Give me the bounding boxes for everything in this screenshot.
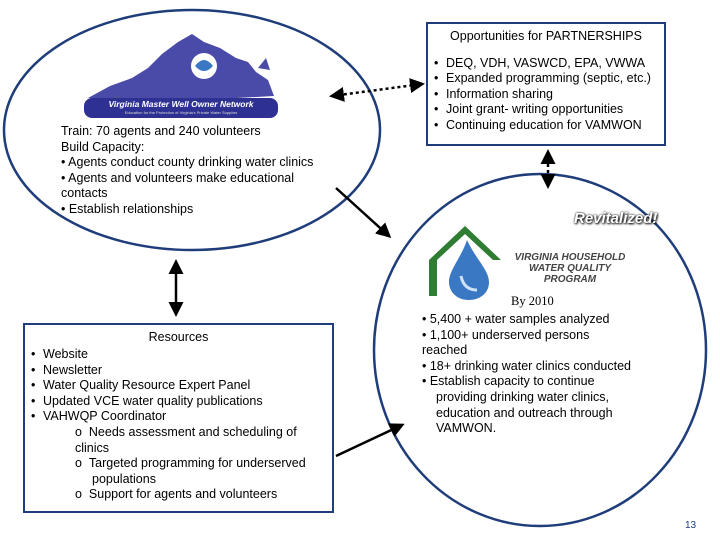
arrow-ellipse-to-program — [335, 187, 392, 239]
train-capacity-text: Train: 70 agents and 240 volunteers Buil… — [61, 124, 323, 218]
partnerships-list: •DEQ, VDH, VASWCD, EPA, VWWA •Expanded p… — [434, 56, 651, 133]
list-item: •VAHWQP Coordinator — [31, 409, 167, 424]
arrow-ellipse-partnerships — [329, 78, 425, 102]
sub-list-item-cont: clinics — [75, 440, 110, 455]
list-item: •DEQ, VDH, VASWCD, EPA, VWWA — [434, 56, 646, 70]
by2010-line: • Establish capacity to continue — [422, 374, 595, 389]
vahwqp-logo-text: VIRGINIA HOUSEHOLD WATER QUALITY PROGRAM — [510, 252, 630, 285]
list-item: •Continuing education for VAMWON — [434, 117, 642, 132]
by2010-line: • 1,100+ underserved persons — [422, 327, 590, 342]
list-item: •Water Quality Resource Expert Panel — [31, 378, 251, 393]
train-line: • Agents conduct county drinking water c… — [61, 155, 314, 170]
by2010-line: • 5,400 + water samples analyzed — [422, 312, 610, 326]
train-line: Train: 70 agents and 240 volunteers — [61, 124, 261, 138]
page-number: 13 — [685, 520, 697, 531]
list-item: •Website — [31, 347, 88, 361]
by2010-line: VAMWON. — [436, 421, 497, 436]
sub-list-item-cont: populations — [92, 471, 156, 486]
vahwqp-line: VIRGINIA HOUSEHOLD — [514, 252, 626, 263]
vahwqp-logo: VIRGINIA HOUSEHOLD WATER QUALITY PROGRAM — [425, 220, 630, 300]
train-line: • Establish relationships — [61, 201, 194, 216]
partnerships-title: Opportunities for PARTNERSHIPS — [450, 29, 642, 43]
train-line: contacts — [61, 186, 108, 201]
virginia-state-icon — [84, 34, 278, 118]
list-item: •Joint grant- writing opportunities — [434, 102, 624, 117]
list-item: •Expanded programming (septic, etc.) — [434, 71, 651, 86]
resources-box: Resources •Website •Newsletter •Water Qu… — [23, 323, 334, 513]
by2010-line: education and outreach through — [436, 405, 613, 420]
house-drop-icon — [429, 226, 501, 300]
list-item: •Updated VCE water quality publications — [31, 393, 263, 408]
list-item: •Information sharing — [434, 86, 554, 101]
resources-list: •Website •Newsletter •Water Quality Reso… — [31, 347, 306, 503]
sub-list-item: o Needs assessment and scheduling of — [75, 424, 297, 439]
partnerships-box: Opportunities for PARTNERSHIPS •DEQ, VDH… — [426, 22, 666, 146]
vamwon-logo-tagline: Education for the Protection of Virginia… — [124, 110, 238, 115]
by2010-line: providing drinking water clinics, — [436, 389, 609, 404]
list-item: •Newsletter — [31, 362, 103, 377]
by2010-line: reached — [422, 343, 468, 358]
sub-list-item: o Targeted programming for underserved — [75, 456, 306, 471]
vahwqp-line: WATER QUALITY — [528, 263, 612, 274]
sub-list-item: o Support for agents and volunteers — [75, 487, 278, 502]
vamwon-logo-name: Virginia Master Well Owner Network — [108, 99, 254, 109]
vamwon-logo: Virginia Master Well Owner Network Educa… — [80, 28, 280, 120]
arrow-resources-to-program — [335, 423, 405, 458]
train-line: Build Capacity: — [61, 139, 145, 154]
by2010-title: By 2010 — [511, 294, 554, 308]
resources-title: Resources — [148, 330, 209, 344]
by2010-line: • 18+ drinking water clinics conducted — [422, 358, 632, 373]
revitalized-label: Revitalized! — [574, 210, 658, 227]
train-line: • Agents and volunteers make educational — [61, 170, 295, 185]
vahwqp-line: PROGRAM — [543, 274, 597, 285]
by2010-list: • 5,400 + water samples analyzed • 1,100… — [422, 312, 662, 437]
